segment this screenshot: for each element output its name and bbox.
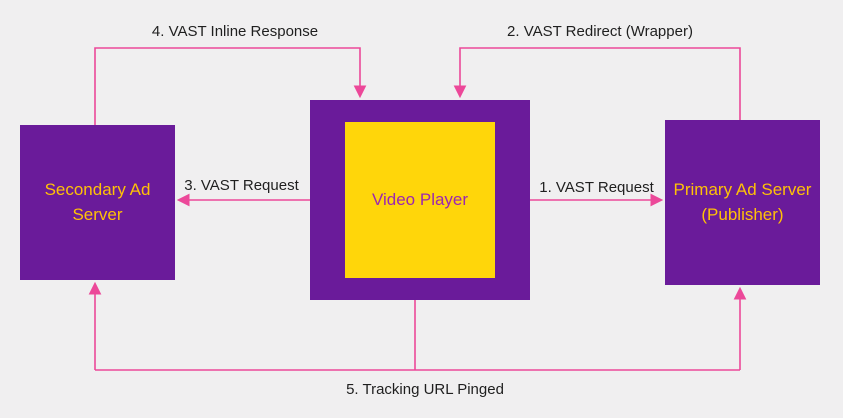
label-vast-inline-response: 4. VAST Inline Response xyxy=(151,23,319,40)
node-secondary-ad-server: Secondary Ad Server xyxy=(20,125,175,280)
node-primary-ad-server: Primary Ad Server (Publisher) xyxy=(665,120,820,285)
node-video-player-label: Video Player xyxy=(371,190,469,209)
label-vast-request-primary: 1. VAST Request xyxy=(539,179,654,196)
node-video-player-inner: Video Player xyxy=(345,122,495,278)
label-tracking-url-pinged: 5. Tracking URL Pinged xyxy=(346,381,504,398)
node-primary-ad-server-label: Primary Ad Server (Publisher) xyxy=(673,179,812,224)
label-vast-request-secondary: 3. VAST Request xyxy=(184,177,299,194)
arrow-vast-inline-response xyxy=(94,47,367,125)
node-secondary-ad-server-label: Secondary Ad Server xyxy=(44,179,151,224)
arrow-vast-redirect-wrapper xyxy=(453,47,741,120)
node-video-player: Video Player xyxy=(310,100,530,300)
label-vast-redirect-wrapper: 2. VAST Redirect (Wrapper) xyxy=(507,23,693,40)
